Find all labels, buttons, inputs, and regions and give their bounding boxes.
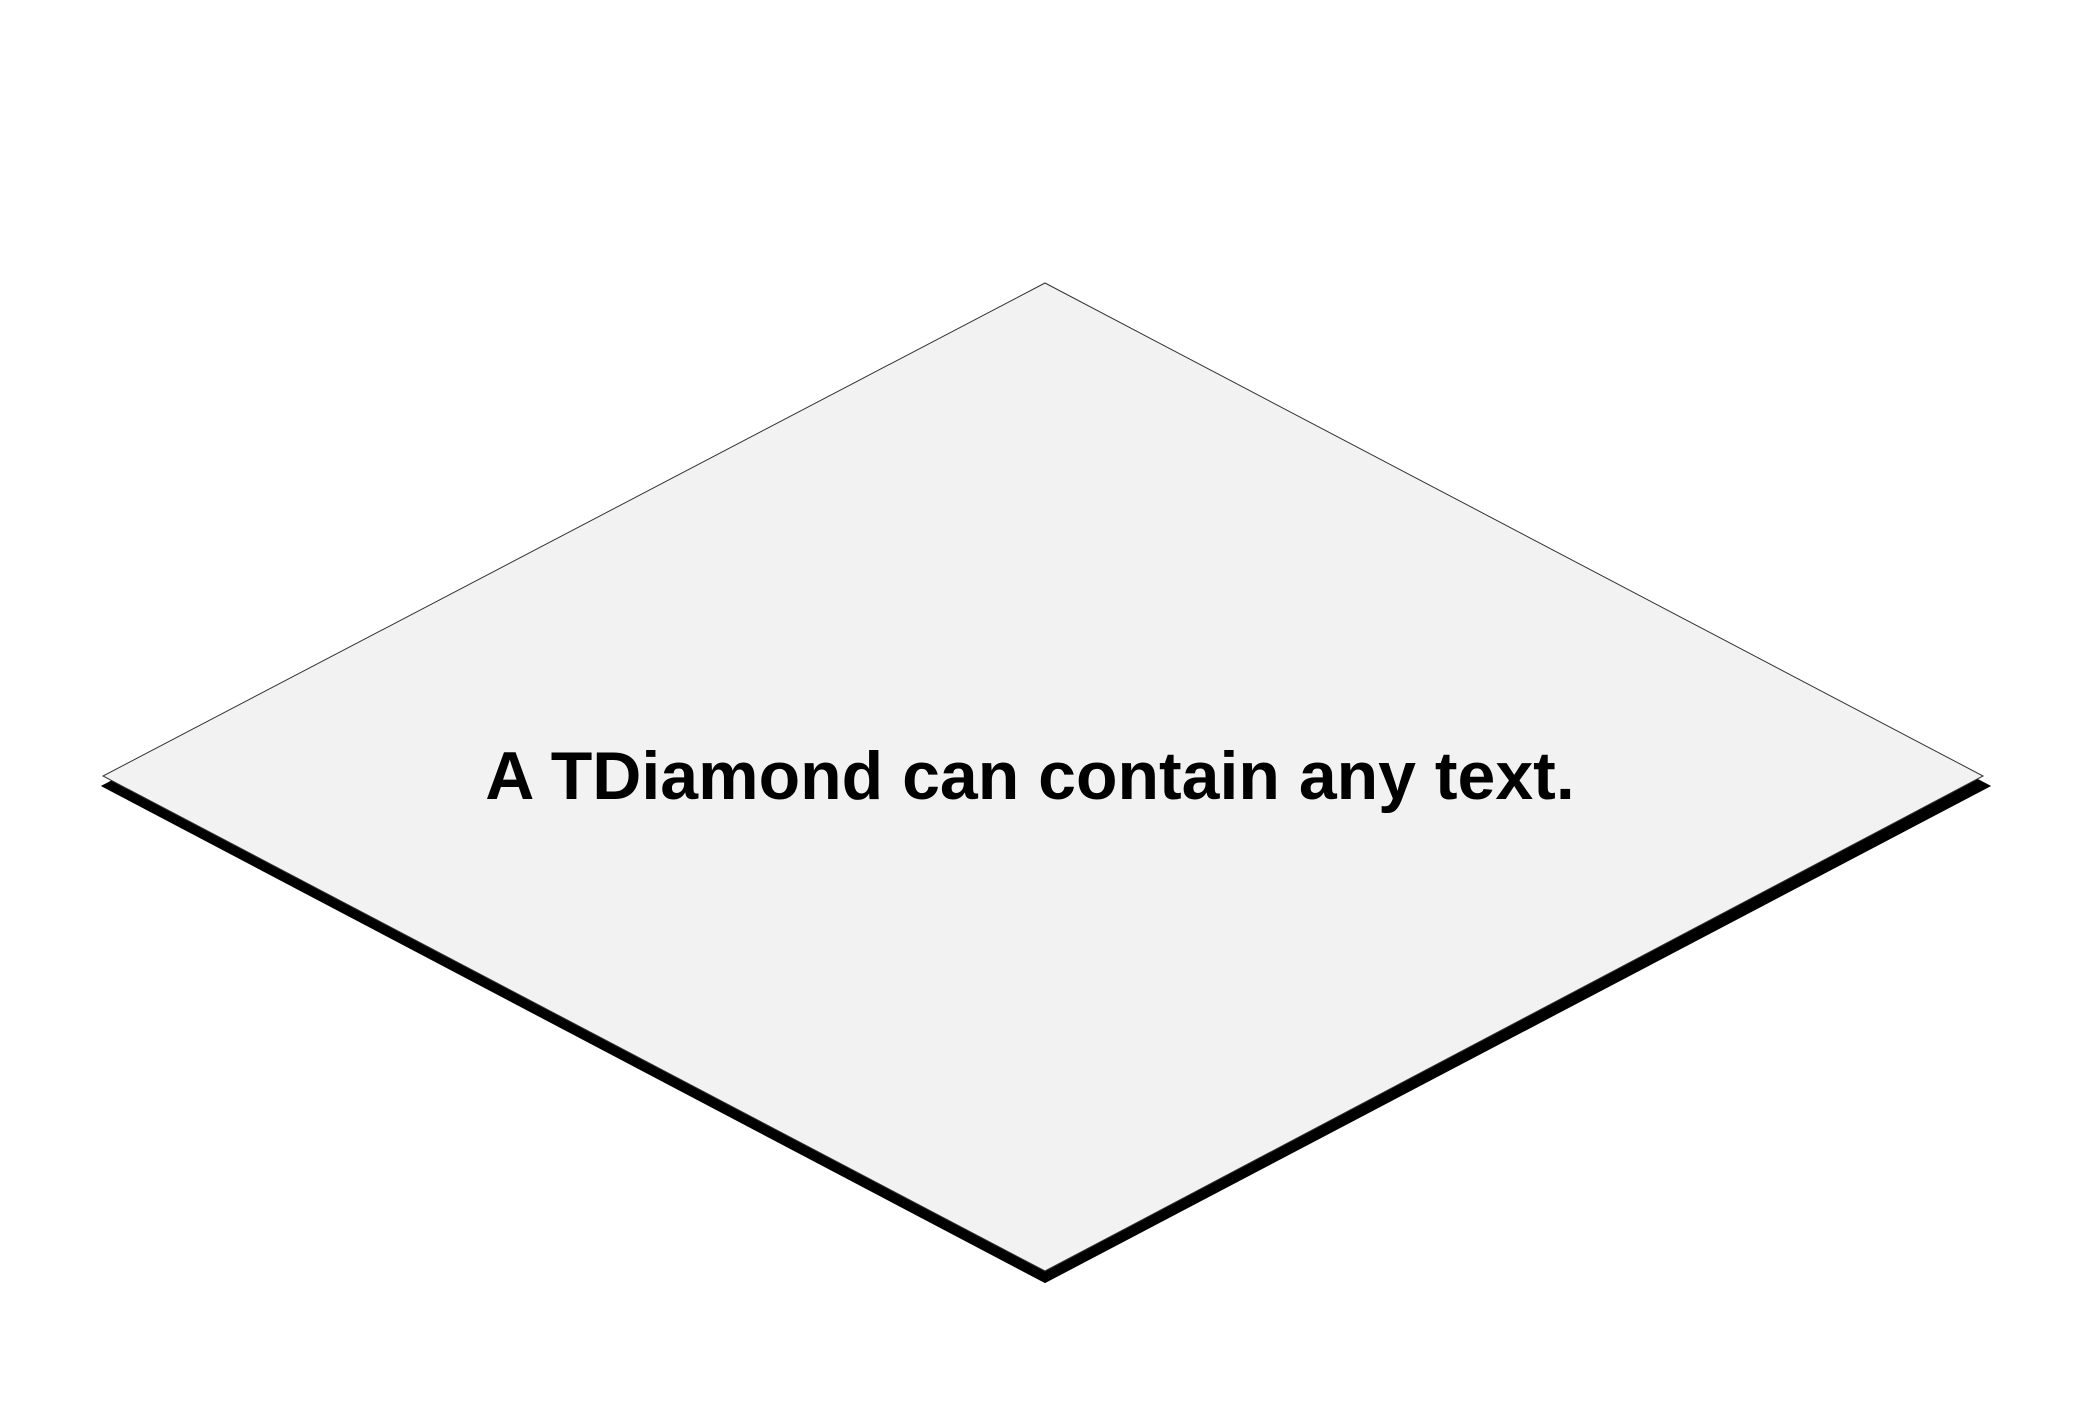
diamond-shape	[101, 282, 1985, 1272]
diamond-label: A TDiamond can contain any text.	[485, 738, 1574, 814]
